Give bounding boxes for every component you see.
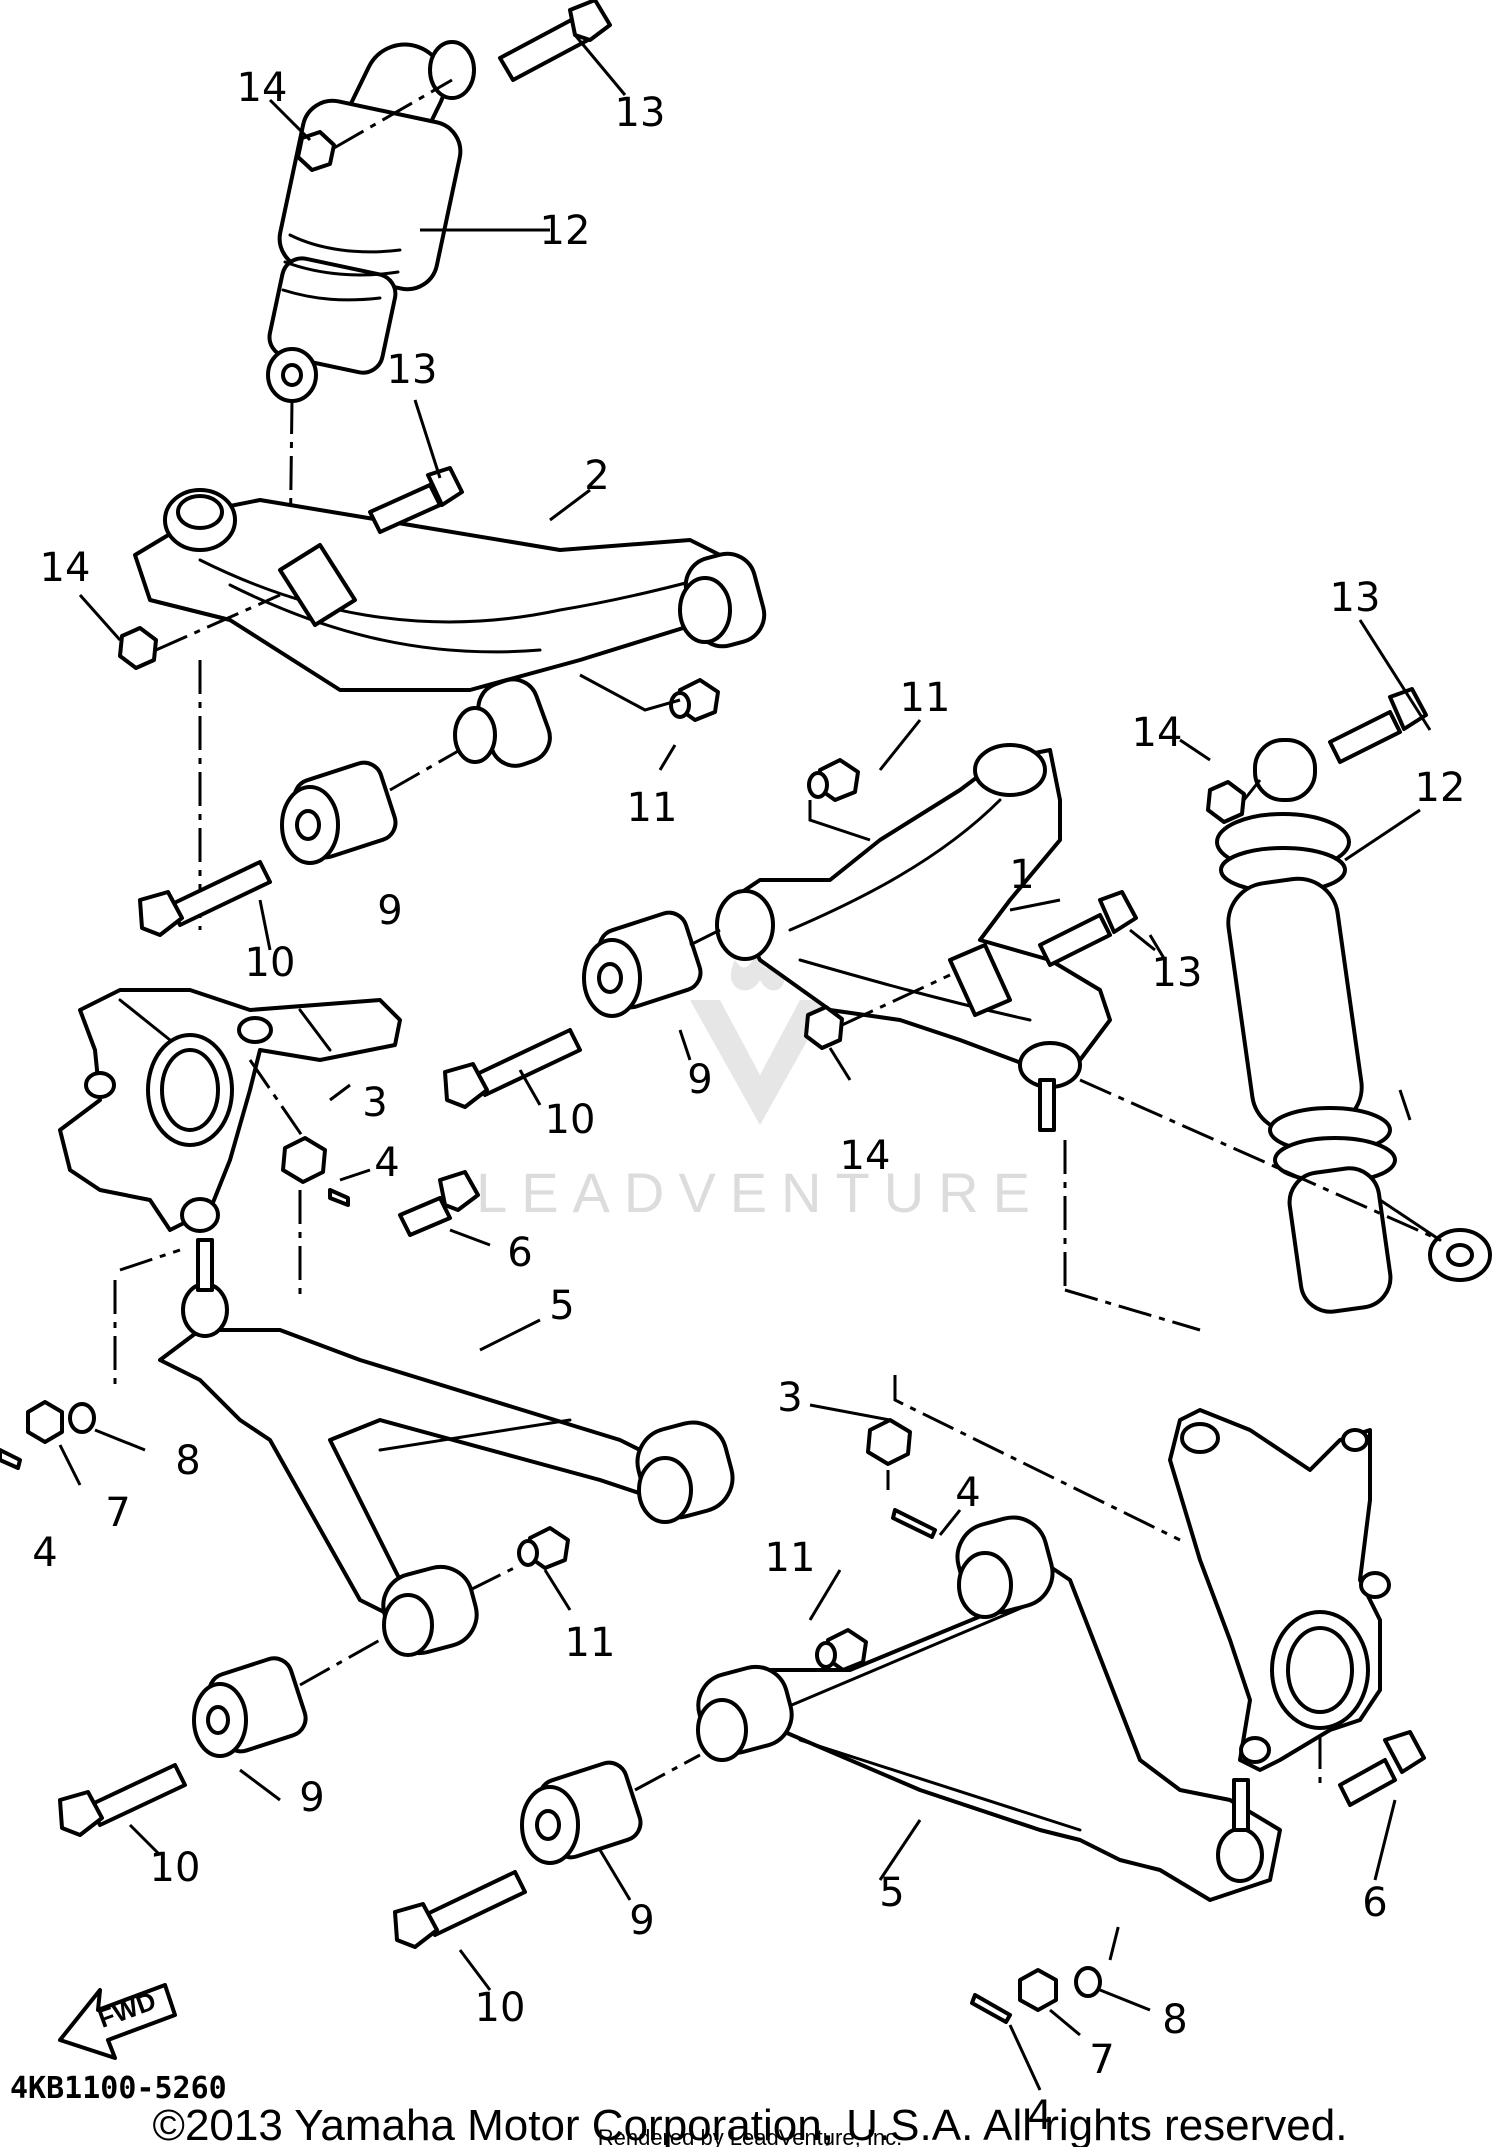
callout-14-top: 14 [237,65,288,111]
callout-10-upper-left: 10 [245,940,296,986]
left-lower-a-arm [158,1238,735,1657]
callout-4-right-upper: 4 [955,1470,980,1516]
right-lower-a-arm [696,1515,1282,1902]
callout-12-left: 12 [540,208,591,254]
callout-9-right-lower: 9 [629,1898,654,1944]
callout-5-right: 5 [879,1870,904,1916]
rear-left-shock-absorber [266,40,476,403]
upper-right-a-arm [715,743,1112,1132]
bolt-10-upper-right [443,1028,582,1109]
callout-1: 1 [1009,852,1034,898]
upper-left-a-arm [133,488,767,768]
right-steering-knuckle [1168,1408,1391,1772]
callout-9-upper-left: 9 [377,888,402,934]
nut-11-right-lower [815,1628,868,1672]
callout-13-upper-left-arm: 13 [387,347,438,393]
nut-14-left-arm [118,626,158,670]
callout-3-left: 3 [362,1080,387,1126]
left-steering-knuckle [58,988,402,1233]
bolt-13-top [498,0,612,82]
bolt-10-right-lower [393,1870,527,1949]
callout-6-left: 6 [507,1230,532,1276]
rendered-by-notice: Rendered by LeadVenture, Inc. [598,2125,903,2147]
callout-13-top: 13 [615,90,666,136]
callout-14-left-arm: 14 [40,545,91,591]
callout-8-left: 8 [175,1438,200,1484]
copyright-notice: ©2013 Yamaha Motor Corporation, U.S.A. A… [153,2101,1348,2147]
watermark-text: LEADVENTURE [476,1161,1044,1224]
callout-7-right: 7 [1089,2037,1114,2083]
forward-direction-indicator: FWD [58,1983,177,2060]
callout-11-upper-left: 11 [627,785,678,831]
bolt-10-left-lower [58,1763,187,1837]
callout-13-right-arm: 13 [1152,950,1203,996]
callout-4-left-lower: 4 [32,1530,57,1576]
nut-7-left [26,1400,64,1444]
callout-14-right-shock: 14 [1132,710,1183,756]
nut-7-right [1018,1968,1058,2012]
callout-11-right-lower: 11 [765,1535,816,1581]
bushing-9-left-lower [192,1656,308,1758]
bolt-10-upper-left [138,860,272,937]
callout-4-left-upper: 4 [374,1140,399,1186]
callout-14-right-arm: 14 [840,1133,891,1179]
washer-8-left [68,1402,96,1434]
callout-8-right: 8 [1162,1997,1187,2043]
nut-11-upper-right [807,758,860,802]
bolt-6-left [398,1170,480,1237]
nut-14-top [296,130,336,172]
bushing-9-right-lower [520,1760,643,1865]
callout-9-upper-right: 9 [687,1057,712,1103]
nut-11-left-arm [669,678,720,722]
nut-14-right-shock [1206,780,1246,824]
callout-10-upper-right: 10 [545,1097,596,1143]
bolt-13-right-arm [1038,890,1138,967]
bushing-9-upper-left [280,760,398,865]
front-right-shock-absorber [1215,738,1492,1314]
callout-numbers: 1 2 3 3 4 4 4 4 5 5 6 6 7 7 8 8 9 9 9 9 … [32,65,1465,2139]
callout-12-right: 12 [1415,765,1466,811]
callout-3-right: 3 [777,1375,802,1421]
washer-8-right [1074,1966,1102,1998]
callout-2: 2 [584,453,609,499]
callout-6-right: 6 [1362,1880,1387,1926]
callout-13-right-shock: 13 [1330,575,1381,621]
watermark: LEADVENTURE [476,950,1044,1224]
nut-14-right-arm [804,1005,844,1050]
bushing-9-upper-right [582,910,703,1018]
callout-10-right-lower: 10 [475,1985,526,2031]
bolt-13-upper-left-arm [368,466,464,534]
bolt-6-right [1338,1730,1426,1807]
leader-lines [58,34,1432,2091]
callout-11-upper-right: 11 [900,675,951,721]
callout-9-left-lower: 9 [299,1775,324,1821]
callout-4-right-lower: 4 [1027,2093,1052,2139]
callout-7-left: 7 [105,1490,130,1536]
reference-code: 4KB1100-5260 [10,2071,227,2106]
castle-nut-3-right [866,1418,912,1466]
castle-nut-3-left [281,1136,327,1184]
callout-11-left-lower: 11 [565,1620,616,1666]
callout-10-left-lower: 10 [150,1845,201,1891]
callout-5-left: 5 [549,1283,574,1329]
nut-11-left-lower [517,1526,570,1570]
